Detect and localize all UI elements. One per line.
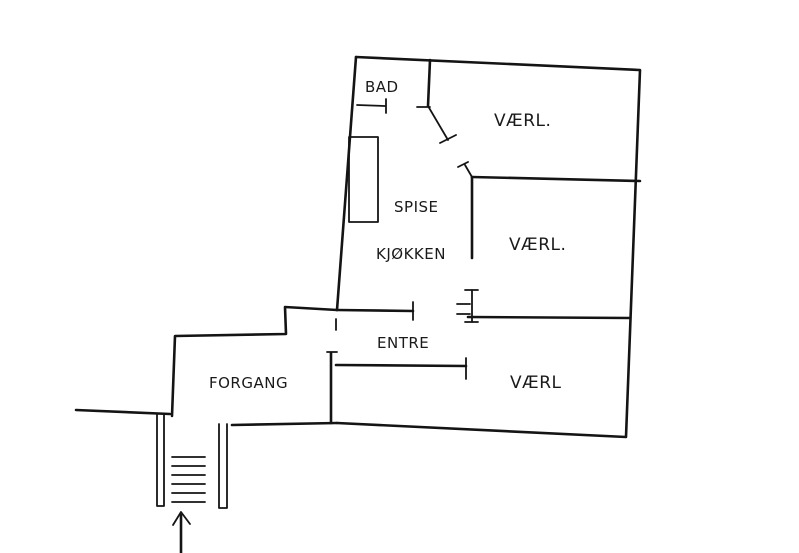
label-room-top: VÆRL. [494, 111, 551, 131]
label-spise: SPISE [394, 198, 439, 216]
label-bad: BAD [365, 78, 399, 96]
kitchen-counter [348, 136, 379, 223]
label-entre: ENTRE [377, 334, 429, 352]
label-forgang: FORGANG [209, 374, 288, 392]
outer-walls [74, 55, 642, 439]
label-kjokken: KJØKKEN [376, 245, 446, 263]
entry-arrow-icon [172, 511, 191, 553]
staircase [156, 413, 228, 509]
label-room-bottom: VÆRL [510, 373, 562, 393]
label-room-mid: VÆRL. [509, 235, 566, 255]
interior-walls [326, 58, 642, 425]
door-swings [416, 105, 479, 323]
